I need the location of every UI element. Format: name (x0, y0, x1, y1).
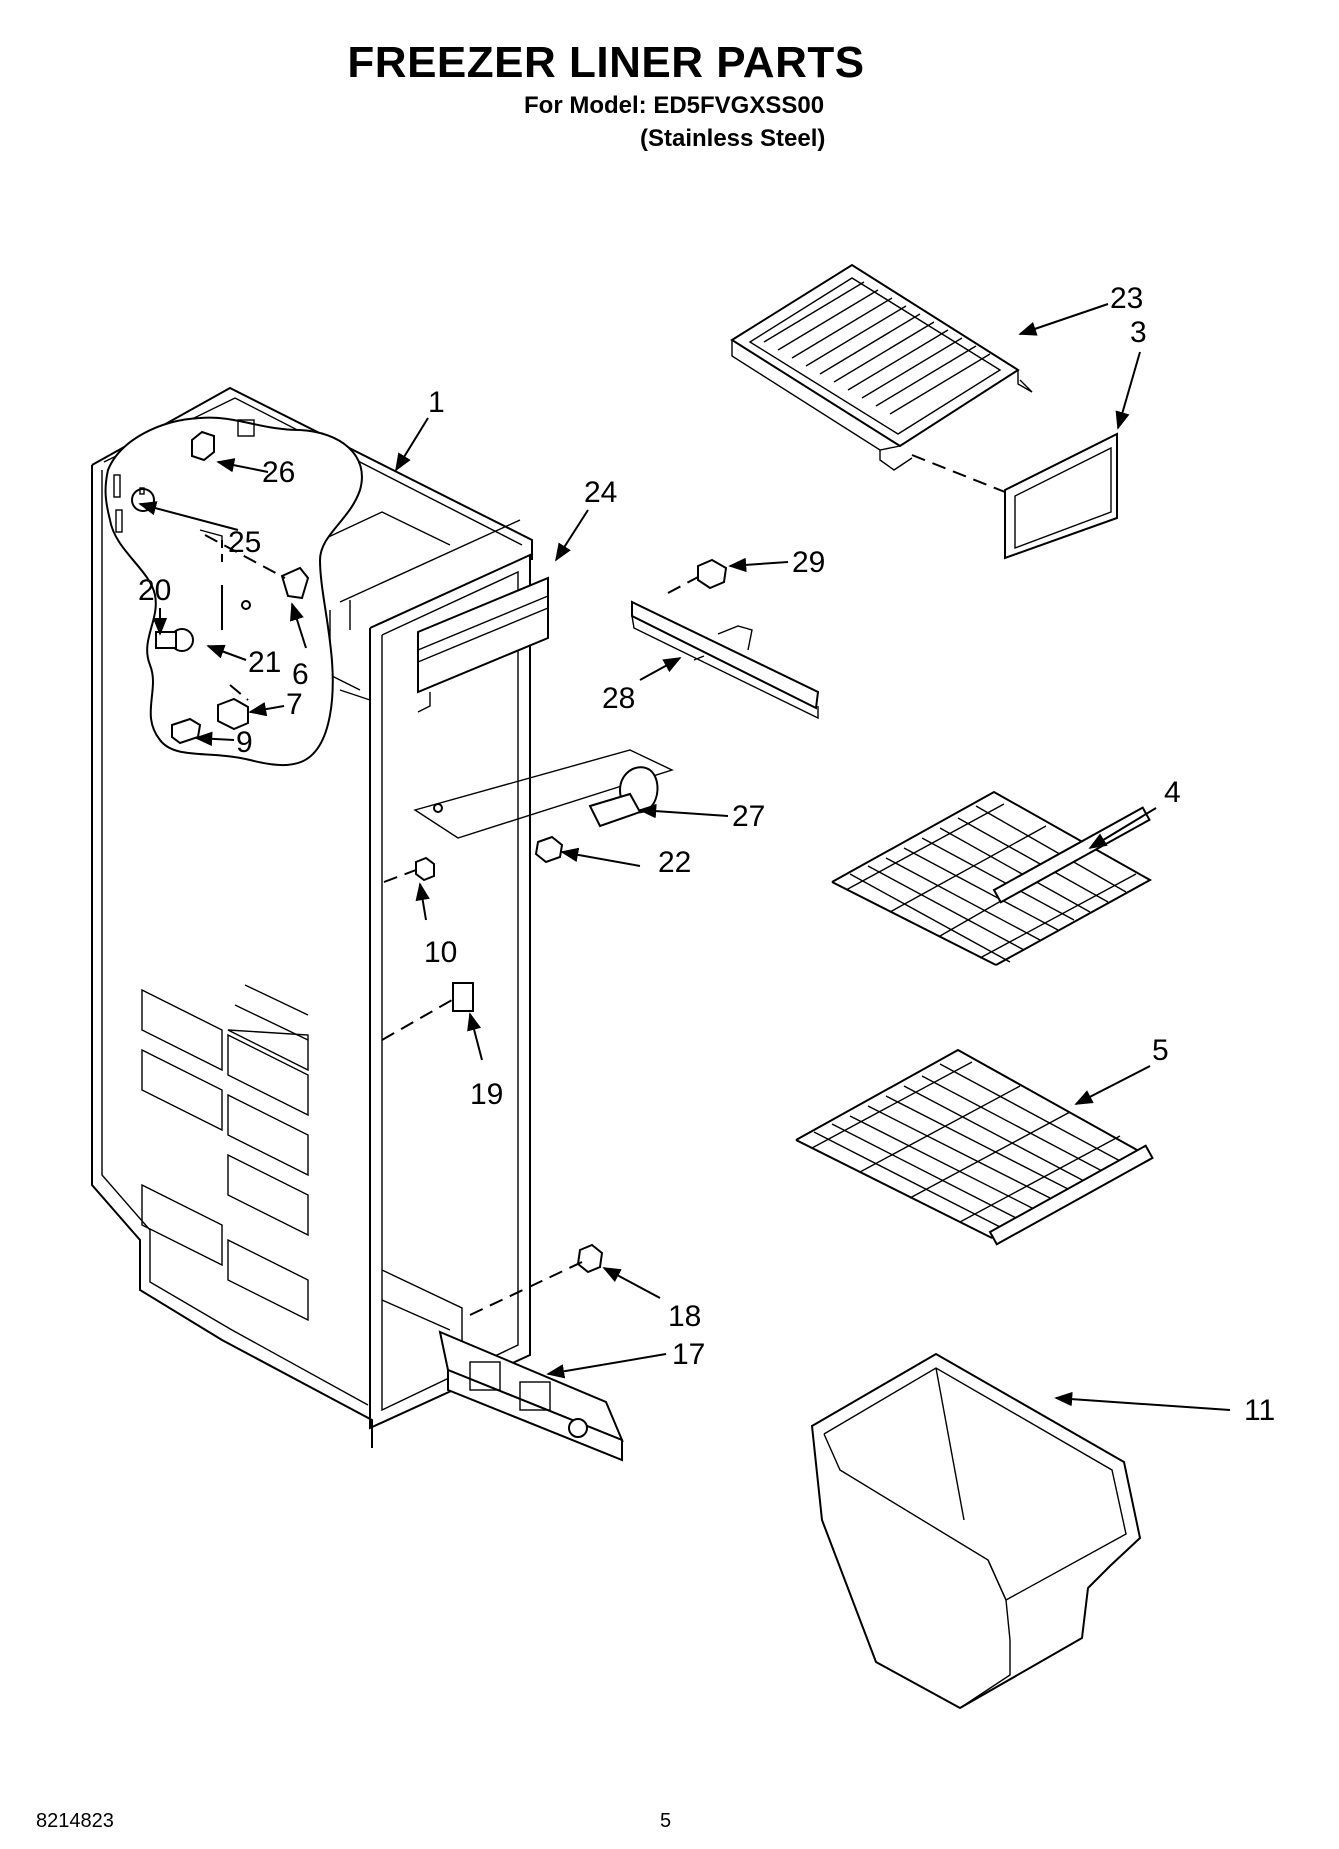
model-line: For Model: ED5FVGXSS00 (524, 92, 825, 119)
inset-parts (113, 419, 310, 745)
callout-11: 11 (1244, 1394, 1275, 1427)
callout-21: 21 (248, 646, 281, 679)
callout-20: 20 (138, 574, 171, 607)
callout-5: 5 (1152, 1034, 1169, 1067)
part-24-panel (417, 576, 549, 713)
callout-26: 26 (262, 456, 295, 489)
leader-lines (138, 303, 1231, 1411)
callout-25: 25 (228, 526, 261, 559)
part-29-screw (697, 558, 728, 590)
page-title: FREEZER LINER PARTS (347, 38, 865, 87)
part-28-bracket (631, 558, 820, 720)
variant-line: (Stainless Steel) (640, 125, 826, 152)
document-number: 8214823 (36, 1810, 114, 1832)
part-6-clip (280, 566, 310, 600)
callout-9: 9 (236, 726, 253, 759)
callout-23: 23 (1110, 282, 1143, 315)
front-hardware (381, 749, 674, 1462)
callout-1: 1 (428, 386, 445, 419)
callout-3: 3 (1130, 316, 1147, 349)
callout-19: 19 (470, 1078, 503, 1111)
callout-29: 29 (792, 546, 825, 579)
part-7-clip (217, 697, 249, 731)
callout-7: 7 (286, 688, 303, 721)
callout-labels: 1 23 3 26 25 24 29 20 21 6 7 9 28 27 22 … (138, 282, 1275, 1427)
part-4-wire-shelf (831, 790, 1153, 966)
callout-22: 22 (658, 846, 691, 879)
callout-4: 4 (1164, 776, 1181, 809)
page-number: 5 (660, 1810, 672, 1832)
part-17-bracket (438, 1330, 624, 1462)
callout-28: 28 (602, 682, 635, 715)
side-panel-vents (141, 984, 309, 1322)
part-5-wire-shelf (795, 1048, 1154, 1246)
callout-24: 24 (584, 476, 617, 509)
part-3-trim (1004, 432, 1118, 560)
part-26-connector (191, 430, 215, 462)
freezer-liner (91, 386, 533, 1448)
part-23-frame-shelf (730, 263, 1118, 560)
part-11-bin (810, 1352, 1142, 1710)
callout-10: 10 (424, 936, 457, 969)
callout-17: 17 (672, 1338, 705, 1371)
callout-6: 6 (292, 658, 309, 691)
cutaway-inset (104, 416, 363, 766)
callout-18: 18 (668, 1300, 701, 1333)
callout-27: 27 (732, 800, 765, 833)
